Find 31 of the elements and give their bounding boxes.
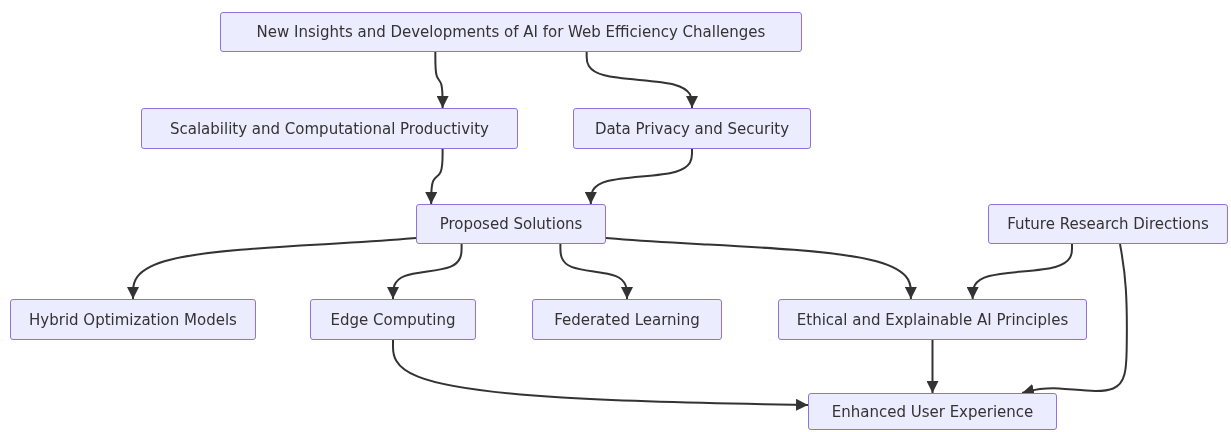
process-box <box>532 299 722 340</box>
arrow <box>387 243 463 300</box>
arrow <box>605 237 917 300</box>
arrow <box>127 237 417 300</box>
node-label: Enhanced User Experience <box>831 402 1034 421</box>
arrow <box>434 51 449 109</box>
node-label: Hybrid Optimization Models <box>29 310 237 329</box>
arrow <box>559 243 633 300</box>
arrow <box>392 339 809 411</box>
node-label: Scalability and Computational Productivity <box>170 119 489 138</box>
arrow <box>425 148 444 205</box>
node-label: Federated Learning <box>554 310 700 329</box>
node-label: New Insights and Developments of AI for Web Efficiency Challenges <box>256 23 766 41</box>
node-label: Future Research Directions <box>1007 215 1209 233</box>
node-label: Edge Computing <box>330 310 456 329</box>
process-box <box>573 108 811 149</box>
process-box <box>808 393 1057 430</box>
node-label: Proposed Solutions <box>439 215 583 233</box>
arrow <box>966 243 1073 300</box>
arrow <box>926 339 939 394</box>
arrow <box>584 148 693 205</box>
process-box <box>10 299 256 340</box>
process-box <box>778 299 1087 340</box>
process-box <box>988 204 1228 244</box>
process-box <box>416 204 606 244</box>
node-label: Data Privacy and Security <box>594 119 790 138</box>
process-box <box>220 12 802 52</box>
arrow <box>585 51 698 109</box>
process-box <box>310 299 476 340</box>
node-label: Ethical and Explainable AI Principles <box>796 310 1069 329</box>
process-box <box>141 108 518 149</box>
